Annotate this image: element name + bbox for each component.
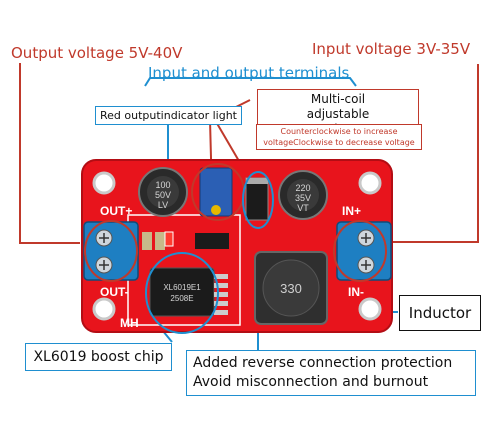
pot-note-2: voltageClockwise to decrease voltage [263, 138, 415, 147]
indicator-led [164, 231, 174, 247]
cap-left-text-1: 100 [155, 180, 170, 190]
protection-label-2: Avoid misconnection and burnout [193, 374, 429, 390]
capacitor-right [278, 170, 328, 220]
mount-hole-br [358, 297, 382, 321]
cap-left-text-3: LV [158, 200, 168, 210]
cap-left-text-2: 50V [155, 190, 171, 200]
output-voltage-line [19, 63, 80, 244]
label-mh: MH [120, 316, 139, 330]
protection-label-1: Added reverse connection protection [193, 355, 453, 371]
label-out-minus: OUT- [100, 285, 129, 299]
inductor-component [254, 251, 328, 325]
inductor-callout: Inductor [399, 295, 481, 331]
boost-chip-label: XL6019 boost chip [33, 349, 164, 365]
cap-right-text-3: VT [297, 203, 309, 213]
output-voltage-label: Output voltage 5V-40V [11, 44, 183, 62]
label-in-plus: IN+ [342, 204, 361, 218]
output-terminal-highlight [84, 220, 138, 282]
terminals-label: Input and output terminals [148, 64, 350, 82]
label-out-plus: OUT+ [100, 204, 132, 218]
input-voltage-line [392, 64, 479, 243]
mount-hole-bl [92, 297, 116, 321]
pot-note-callout: Counterclockwise to increase voltageCloc… [256, 124, 422, 150]
terminals-bracket-line [144, 77, 357, 87]
red-indicator-callout: Red outputindicator light [95, 106, 242, 125]
mount-hole-tl [92, 171, 116, 195]
chip-text-1: XL6019E1 [163, 283, 201, 292]
cap-right-text-2: 35V [295, 193, 311, 203]
input-voltage-label: Input voltage 3V-35V [312, 40, 471, 58]
input-terminal-block [333, 220, 392, 282]
chip-text-2: 2508E [170, 294, 193, 303]
pot-note-1: Counterclockwise to increase [280, 127, 398, 136]
output-terminal-block [83, 220, 139, 282]
component-smd-1 [195, 233, 229, 249]
cap-right-text-1: 220 [295, 183, 310, 193]
mount-hole-tr [358, 171, 382, 195]
boost-chip-callout: XL6019 boost chip [25, 343, 172, 371]
capacitor-left [138, 167, 188, 217]
input-terminal-highlight [333, 220, 387, 282]
boost-chip [145, 252, 228, 334]
label-in-minus: IN- [348, 285, 364, 299]
red-indicator-label: Red outputindicator light [100, 109, 237, 122]
potentiometer-label-1: Multi-coil [310, 92, 366, 106]
protection-callout: Added reverse connection protection Avoi… [186, 350, 476, 396]
component-smd-2 [142, 232, 152, 250]
component-smd-3 [155, 232, 165, 250]
inductor-code: 330 [280, 281, 302, 296]
protection-diode [242, 171, 274, 229]
inductor-label: Inductor [408, 304, 472, 322]
